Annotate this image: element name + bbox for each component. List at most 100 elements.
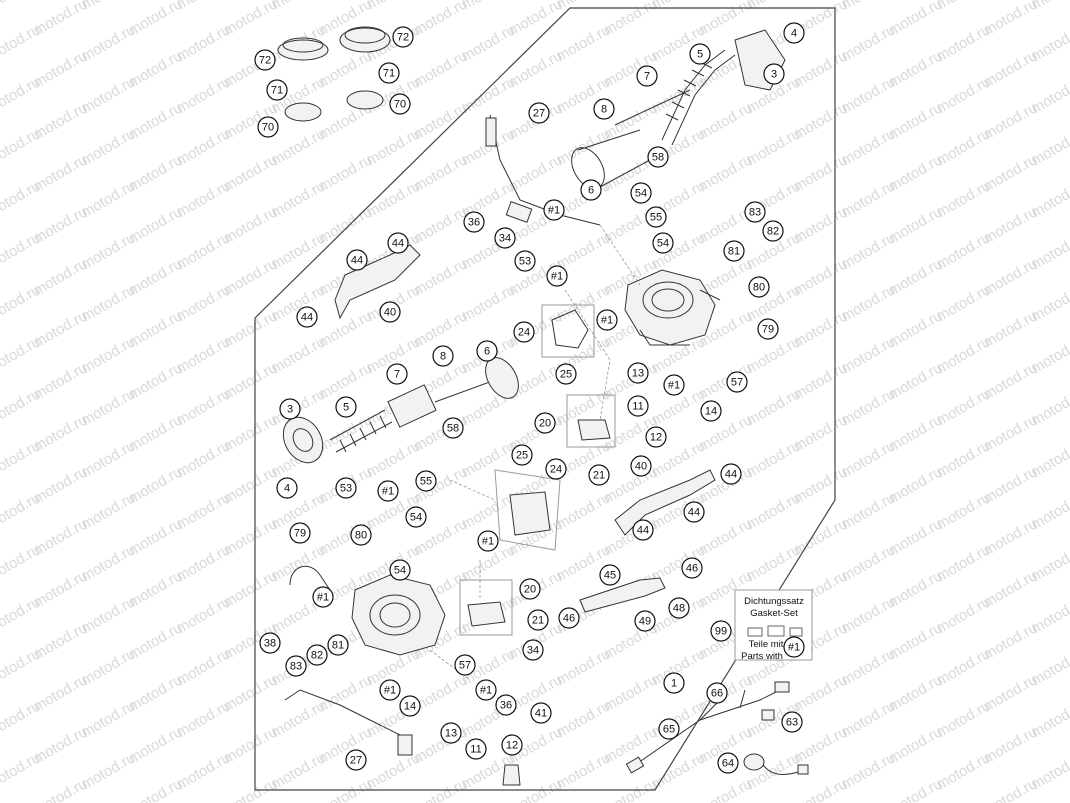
callout-circle: [748, 276, 770, 298]
callout-label: 54: [410, 512, 422, 524]
callout-circle: [345, 749, 367, 771]
callout-circle: [378, 62, 400, 84]
watermark-text: motod.ru: [886, 775, 946, 803]
callout-80: 80: [748, 276, 770, 298]
callout-27: 27: [345, 749, 367, 771]
throttle-body-lower: [351, 574, 446, 656]
callout-circle: [389, 93, 411, 115]
callout-circle: [757, 318, 779, 340]
callout-label: 46: [686, 563, 698, 575]
callout-11: 11: [627, 395, 649, 417]
callout-circle: [545, 458, 567, 480]
callout-circle: [528, 102, 550, 124]
callout-55: 55: [415, 470, 437, 492]
callout-label: 44: [637, 525, 649, 537]
callout-label: 27: [533, 108, 545, 120]
callout-27: 27: [528, 102, 550, 124]
callout-label: #1: [482, 536, 494, 548]
callout-label: 7: [644, 71, 650, 83]
callout-label: 12: [650, 432, 662, 444]
callout-label: 54: [657, 238, 669, 250]
watermark-text: motod.ru: [0, 0, 43, 13]
callout-circle: [744, 201, 766, 223]
callout-circle: [454, 654, 476, 676]
callout-38: 38: [259, 632, 281, 654]
callout-79: 79: [757, 318, 779, 340]
callout-circle: [432, 345, 454, 367]
watermark-text: motod.ru: [221, 775, 281, 803]
callout-24: 24: [513, 321, 535, 343]
callout-label: 99: [715, 626, 727, 638]
callout-label: 81: [332, 640, 344, 652]
callout-12: 12: [645, 426, 667, 448]
callout-label: 3: [287, 404, 293, 416]
callout-71: 71: [378, 62, 400, 84]
callout-circle: [442, 417, 464, 439]
callout-circle: [476, 340, 498, 362]
callout-label: 11: [632, 401, 643, 413]
callout-circle: [627, 362, 649, 384]
sensor-cable: [743, 753, 809, 775]
callout-1: 1: [663, 672, 685, 694]
callout-circle: [558, 607, 580, 629]
callout-label: 66: [711, 688, 723, 700]
callout-label: #1: [788, 642, 800, 654]
callout-label: 71: [383, 68, 395, 80]
callout-label: 64: [722, 758, 734, 770]
callout-label: 44: [688, 507, 700, 519]
callout-hash1: #1: [377, 480, 399, 502]
callout-label: 70: [262, 122, 274, 134]
callout-54: 54: [652, 232, 674, 254]
callout-label: 40: [635, 461, 647, 473]
callout-circle: [630, 182, 652, 204]
watermark-text: motod.ru: [0, 489, 43, 533]
callout-20: 20: [519, 578, 541, 600]
watermark-text: motod.ru: [791, 775, 851, 803]
callout-circle: [494, 227, 516, 249]
callout-circle: [306, 644, 328, 666]
watermark-text: motod.ru: [0, 749, 43, 793]
callout-circle: [627, 395, 649, 417]
callout-circle: [783, 636, 805, 658]
callout-label: 27: [350, 755, 362, 767]
callout-circle: [522, 639, 544, 661]
callout-label: 6: [484, 346, 490, 358]
watermark-text: motod.ru: [601, 775, 661, 803]
callout-label: 54: [635, 188, 647, 200]
callout-25: 25: [511, 444, 533, 466]
callout-58: 58: [647, 146, 669, 168]
callout-82: 82: [762, 220, 784, 242]
callout-36: 36: [495, 694, 517, 716]
callout-label: 55: [420, 476, 432, 488]
gasket-upper: [541, 304, 595, 358]
hose-lower: [289, 565, 331, 591]
callout-44: 44: [683, 501, 705, 523]
callout-label: #1: [668, 380, 680, 392]
callout-label: 58: [447, 423, 459, 435]
callout-circle: [588, 464, 610, 486]
callout-label: 36: [468, 217, 480, 229]
callout-54: 54: [630, 182, 652, 204]
callout-label: 5: [697, 49, 703, 61]
needle-middle: [434, 379, 496, 403]
callout-circle: [689, 43, 711, 65]
callout-circle: [546, 265, 568, 287]
callout-circle: [596, 309, 618, 331]
watermark-text: motod.ru: [0, 125, 43, 169]
callout-hash1: #1: [596, 309, 618, 331]
callout-34: 34: [494, 227, 516, 249]
callout-label: 8: [601, 104, 607, 116]
needle-upper: [614, 89, 691, 126]
slide-middle: [387, 384, 437, 428]
callout-label: 5: [343, 402, 349, 414]
callout-label: 13: [632, 368, 644, 380]
watermark-text: motod.ru: [0, 333, 43, 377]
callout-8: 8: [432, 345, 454, 367]
callout-57: 57: [454, 654, 476, 676]
callout-label: 44: [392, 238, 404, 250]
callout-circle: [783, 22, 805, 44]
callout-25: 25: [555, 363, 577, 385]
callout-label: 53: [519, 256, 531, 268]
callout-44: 44: [346, 249, 368, 271]
